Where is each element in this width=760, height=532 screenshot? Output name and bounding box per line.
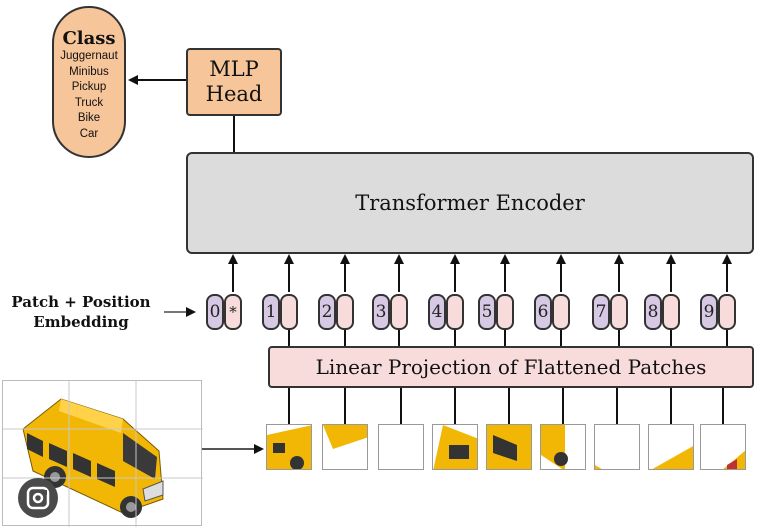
mlp-head-line1: MLP xyxy=(209,57,259,81)
position-token: 2 xyxy=(318,294,336,330)
class-token-embedding: * xyxy=(224,294,242,330)
position-token: 5 xyxy=(478,294,496,330)
patch-embedding xyxy=(662,294,680,330)
image-patch xyxy=(432,424,478,470)
image-grid xyxy=(3,381,203,527)
embedding-label-line1: Patch + Position xyxy=(11,293,151,311)
linear-projection-box: Linear Projection of Flattened Patches xyxy=(268,346,754,388)
patch-embedding xyxy=(610,294,628,330)
bus-image xyxy=(3,381,203,527)
position-token: 3 xyxy=(372,294,390,330)
position-token: 8 xyxy=(644,294,662,330)
patch-embedding xyxy=(390,294,408,330)
patch-crop xyxy=(433,425,477,469)
class-title: Class xyxy=(62,28,116,49)
position-token: 7 xyxy=(592,294,610,330)
class-output-box: Class Juggernaut Minibus Pickup Truck Bi… xyxy=(52,6,126,158)
position-token: 0 xyxy=(206,294,224,330)
position-token: 6 xyxy=(534,294,552,330)
token-arrows xyxy=(228,254,732,292)
patch-embedding xyxy=(552,294,570,330)
patch-embedding xyxy=(336,294,354,330)
patch-crop xyxy=(487,425,531,469)
patch-crop xyxy=(379,425,424,470)
image-patch xyxy=(648,424,694,470)
class-item: Car xyxy=(79,127,99,140)
patch-lines xyxy=(288,330,728,424)
image-patch xyxy=(700,424,746,470)
class-item: Bike xyxy=(77,112,101,124)
patch-crop xyxy=(723,450,745,469)
class-item: Minibus xyxy=(69,65,109,78)
class-item: Juggernaut xyxy=(60,50,118,62)
patch-embedding xyxy=(446,294,464,330)
patch-embedding xyxy=(280,294,298,330)
position-token: 9 xyxy=(700,294,718,330)
image-patch xyxy=(540,424,586,470)
class-item: Pickup xyxy=(71,81,107,93)
patch-crop xyxy=(652,446,693,469)
embedding-label-line2: Embedding xyxy=(33,313,129,331)
patch-crop xyxy=(267,425,311,469)
embedding-label: Patch + Position Embedding xyxy=(6,292,156,332)
image-patch xyxy=(378,424,424,470)
patch-embedding xyxy=(496,294,514,330)
patch-crop xyxy=(595,465,602,469)
lens-search-icon[interactable] xyxy=(18,478,58,518)
image-patch xyxy=(266,424,312,470)
mlp-head-line2: Head xyxy=(205,82,263,106)
image-patch xyxy=(322,424,368,470)
lens-search-icon-glyph xyxy=(26,486,50,510)
class-item: Truck xyxy=(74,96,104,109)
patch-crop xyxy=(541,425,568,469)
mlp-head-box: MLP Head xyxy=(186,48,282,116)
image-patch xyxy=(486,424,532,470)
patch-crop xyxy=(323,425,367,449)
linear-projection-label: Linear Projection of Flattened Patches xyxy=(315,355,707,379)
patch-embedding xyxy=(718,294,736,330)
position-token: 1 xyxy=(262,294,280,330)
image-patch xyxy=(594,424,640,470)
position-token: 4 xyxy=(428,294,446,330)
transformer-encoder-label: Transformer Encoder xyxy=(355,191,585,215)
bus-illustration xyxy=(22,398,164,518)
transformer-encoder-box: Transformer Encoder xyxy=(186,152,754,254)
